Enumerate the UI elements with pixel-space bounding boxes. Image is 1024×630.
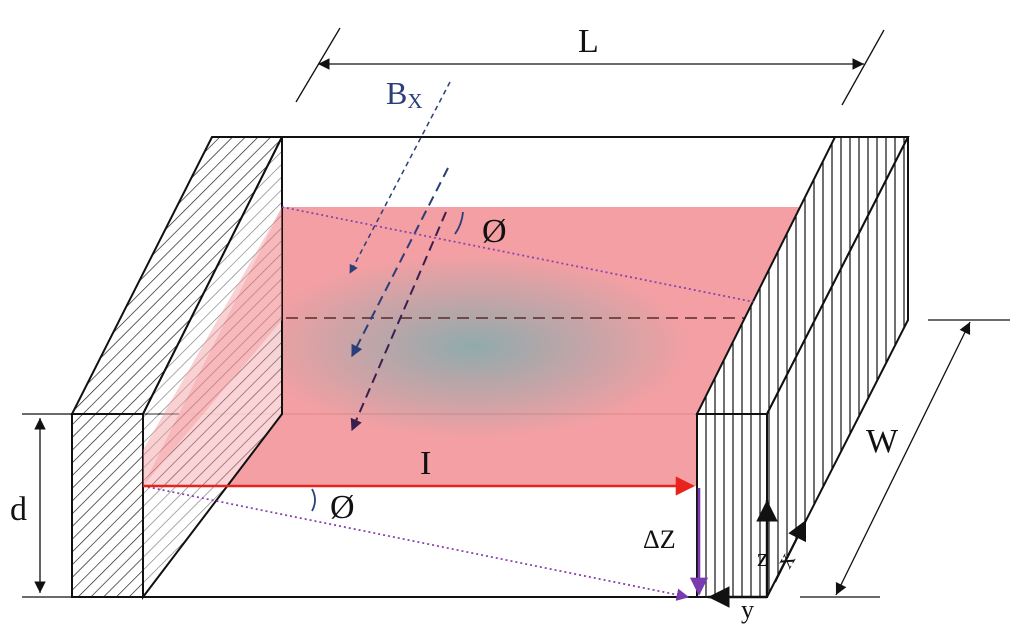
deflection-dotted-lines: [142, 206, 755, 601]
coordinate-axes: [708, 500, 807, 608]
angle-arc-bottom: [311, 488, 316, 512]
magnetic-field-arrows: [349, 81, 451, 432]
delta-z-label: ΔZ: [643, 525, 676, 554]
field-label-sub: X: [407, 89, 422, 113]
thickness-label: d: [10, 491, 27, 528]
angle-top-label: Ø: [482, 213, 507, 250]
length-dimension: [295, 27, 885, 106]
field-label: BX: [386, 75, 423, 113]
length-label: L: [578, 23, 599, 60]
angle-bottom-label: Ø: [330, 489, 355, 526]
width-label: W: [866, 423, 899, 460]
angle-arc-top: [454, 211, 464, 235]
current-plane: [143, 207, 803, 486]
current-label: I: [420, 445, 431, 482]
left-electrode: [70, 136, 284, 600]
width-dimension: [800, 319, 1010, 598]
field-label-main: B: [386, 75, 407, 111]
axis-z-label: z: [757, 543, 769, 572]
axis-y-label: y: [741, 595, 754, 624]
thickness-dimension: [22, 413, 72, 598]
